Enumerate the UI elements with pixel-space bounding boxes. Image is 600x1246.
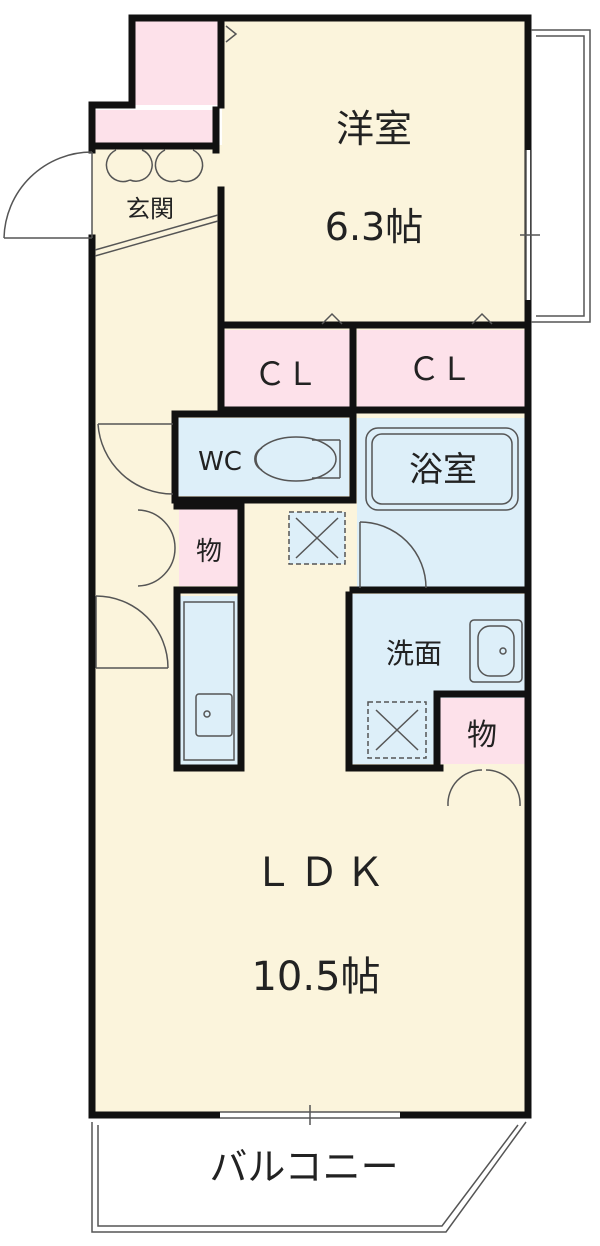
entrance-label: 玄関	[126, 195, 174, 223]
washroom-label: 洗面	[386, 637, 442, 670]
wc-label: WC	[198, 447, 242, 477]
storage-right-fill	[440, 698, 525, 764]
closet-left-label: ＣＬ	[254, 355, 318, 393]
storage-left-fill	[179, 506, 239, 586]
ldk-name: ＬＤＫ	[253, 850, 391, 896]
ldk-size: 10.5帖	[251, 954, 380, 1000]
room-labels: 洋室 6.3帖 玄関 ＣＬ ＣＬ WC 浴室 物 洗面 物 ＬＤＫ 10.5帖 …	[126, 107, 497, 1189]
closet-fill-right	[357, 330, 525, 410]
shoe-shelf-fill	[92, 110, 214, 144]
kitchen-fill	[179, 596, 239, 766]
wc-fill	[177, 418, 349, 496]
bath-label: 浴室	[409, 450, 477, 490]
floor-fill-western	[222, 20, 526, 325]
bath-fill	[357, 418, 525, 588]
western-room-name: 洋室	[336, 107, 412, 151]
room-fills	[92, 20, 526, 1113]
western-room-size: 6.3帖	[325, 205, 423, 249]
closet-fill-left	[222, 330, 350, 410]
closet-fill-top	[135, 20, 220, 105]
storage-left-label: 物	[196, 537, 222, 567]
details	[3, 25, 591, 1233]
closet-right-label: ＣＬ	[408, 350, 472, 388]
balcony-label: バルコニー	[209, 1145, 398, 1189]
storage-right-label: 物	[467, 718, 497, 753]
